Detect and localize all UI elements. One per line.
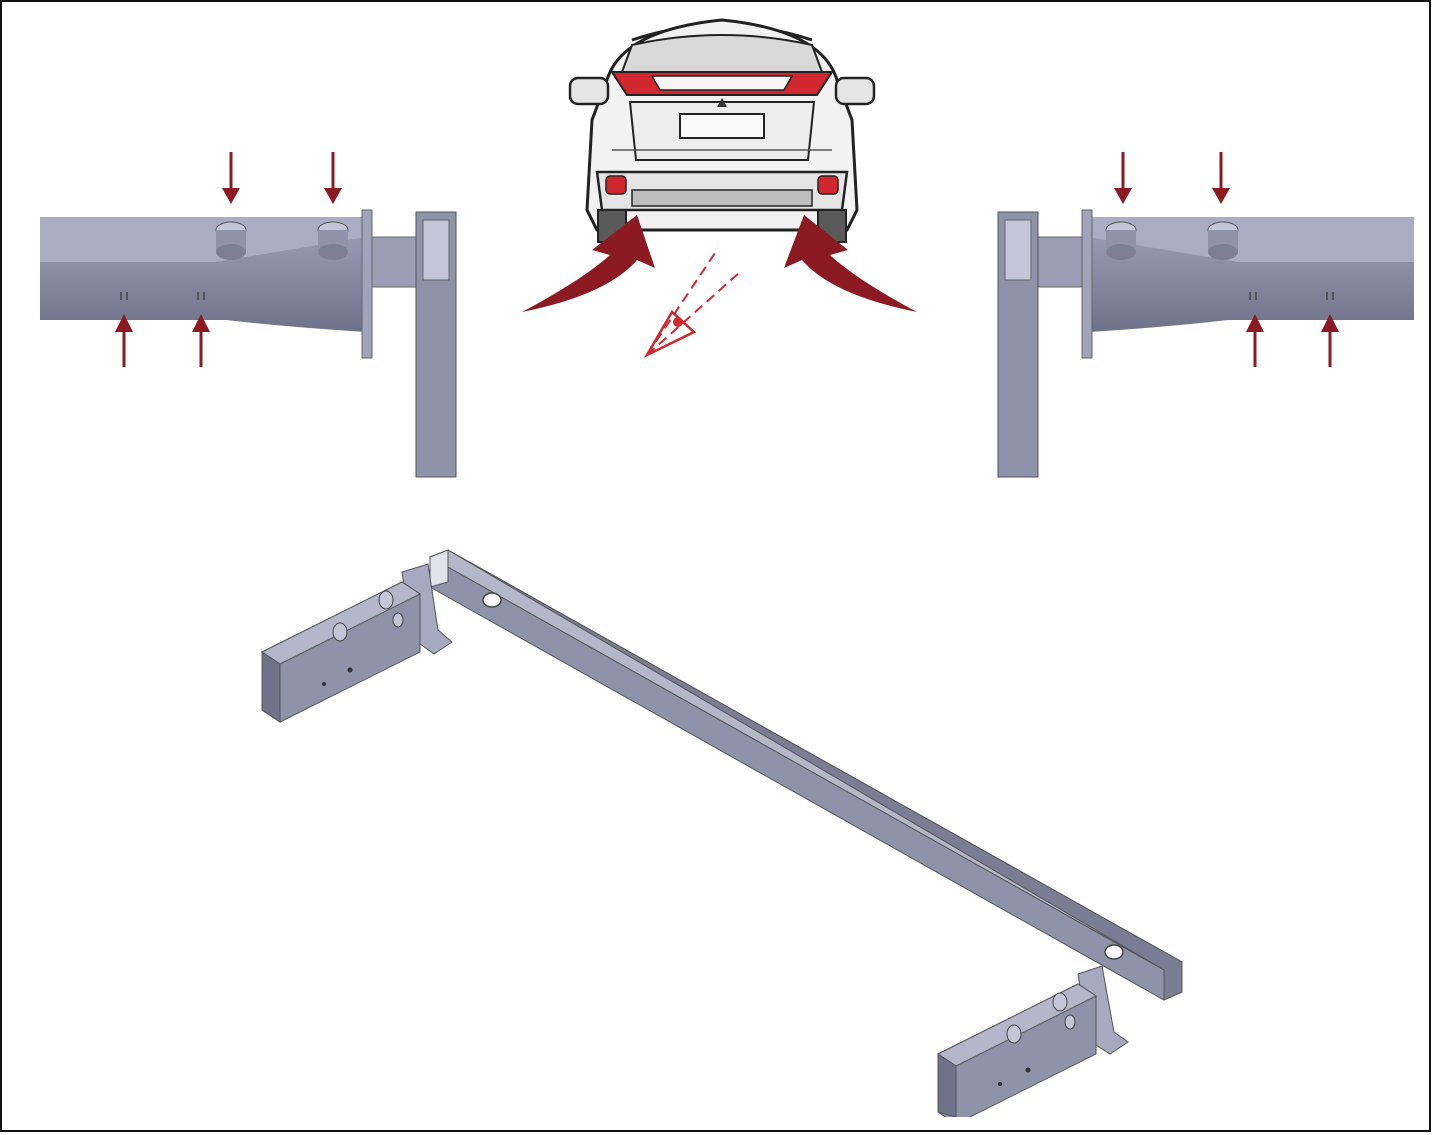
down-arrow-icon <box>222 152 240 204</box>
up-arrow-icon <box>115 314 133 367</box>
left-bracket-detail <box>36 142 466 482</box>
left-mount-bracket-detail <box>40 152 457 478</box>
rear-view-car-icon <box>522 18 917 358</box>
right-bracket-detail <box>988 142 1418 482</box>
down-arrow-icon <box>1212 152 1230 204</box>
up-arrow-icon <box>1321 314 1339 367</box>
right-insertion-arrow <box>784 215 917 312</box>
right-mount-bracket-detail <box>997 152 1414 478</box>
eye-viewpoint-icon <box>643 249 741 358</box>
down-arrow-icon <box>324 152 342 204</box>
tow-bar-crossbeam-assembly <box>261 549 1184 1117</box>
left-insertion-arrow <box>522 215 655 312</box>
down-arrow-icon <box>1114 152 1132 204</box>
up-arrow-icon <box>1246 314 1264 367</box>
up-arrow-icon <box>192 314 210 367</box>
car-rear-view <box>512 10 932 365</box>
crossbar-assembly <box>252 542 1192 1117</box>
